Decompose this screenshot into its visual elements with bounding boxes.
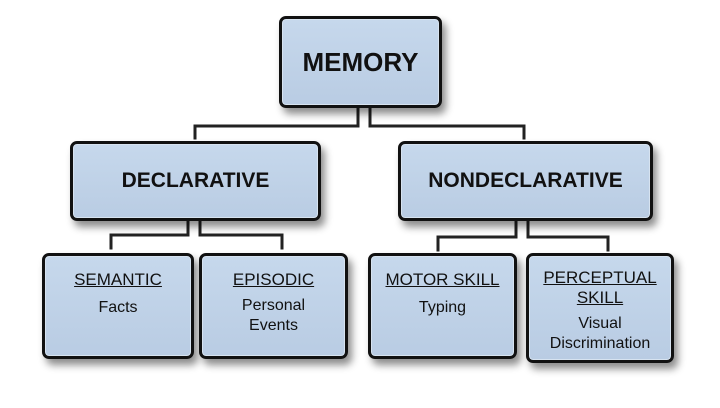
motor-skill-title: MOTOR SKILL [385,270,500,289]
connector-declarative-right [198,215,284,250]
episodic-desc-line-1: Personal [241,297,306,314]
semantic-desc: Facts [98,299,138,316]
episodic-desc: Personal Events [242,296,305,336]
perceptual-skill-desc: Visual Discrimination [550,314,650,354]
connector-nondeclarative-left [436,215,518,252]
memory-label: MEMORY [302,46,419,77]
declarative-label: DECLARATIVE [121,169,270,192]
perceptual-skill-desc-line-2: Discrimination [549,335,651,352]
episodic-desc-line-2: Events [249,317,298,334]
episodic-title: EPISODIC [232,270,315,289]
semantic-title: SEMANTIC [74,270,162,289]
connector-memory-left [193,105,360,140]
connector-nondeclarative-right [526,215,610,252]
nondeclarative-node: NONDECLARATIVE [398,141,653,221]
memory-node: MEMORY [279,16,442,108]
connector-declarative-left [109,215,190,250]
perceptual-skill-title: PERCEPTUAL SKILL [543,268,656,308]
semantic-node: SEMANTIC Facts [42,253,194,359]
motor-skill-node: MOTOR SKILL Typing [368,253,517,359]
perceptual-skill-desc-line-1: Visual [578,315,622,332]
episodic-node: EPISODIC Personal Events [199,253,348,359]
motor-skill-desc: Typing [418,299,467,316]
declarative-node: DECLARATIVE [70,141,321,221]
perceptual-skill-title-line-1: PERCEPTUAL [543,268,657,287]
perceptual-skill-node: PERCEPTUAL SKILL Visual Discrimination [526,253,674,363]
nondeclarative-label: NONDECLARATIVE [428,169,623,192]
perceptual-skill-title-line-2: SKILL [576,288,624,307]
connector-memory-right [368,105,526,140]
